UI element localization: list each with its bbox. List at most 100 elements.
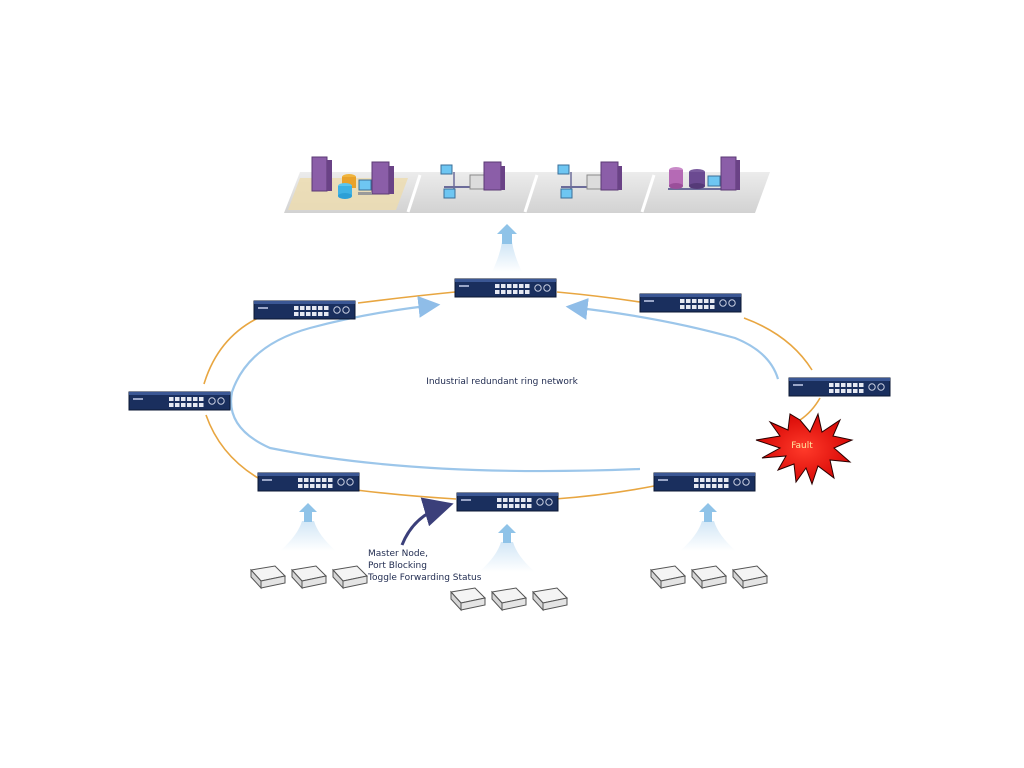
switch-port bbox=[853, 389, 858, 393]
fiber-port-icon bbox=[728, 299, 736, 307]
switch-port bbox=[847, 389, 852, 393]
device-layer bbox=[250, 565, 769, 612]
switch-port bbox=[698, 299, 703, 303]
switch-port bbox=[829, 383, 834, 387]
database-body bbox=[689, 172, 705, 186]
switch-port bbox=[507, 284, 512, 288]
server-tower-icon bbox=[311, 156, 328, 192]
switch-port bbox=[328, 484, 333, 488]
database-body bbox=[338, 186, 352, 196]
switch-port bbox=[519, 284, 524, 288]
fiber-port-icon bbox=[208, 397, 216, 405]
master-node-callout: Master Node, Port Blocking Toggle Forwar… bbox=[367, 497, 482, 583]
ring-segment bbox=[799, 397, 821, 421]
switch-port bbox=[306, 306, 311, 310]
uplink-glow bbox=[280, 521, 336, 551]
switch-port bbox=[328, 478, 333, 482]
monitor-icon bbox=[443, 188, 456, 199]
switch-port bbox=[175, 403, 180, 407]
switch-lower-right bbox=[653, 472, 756, 492]
up-arrow-icon bbox=[497, 224, 517, 244]
switch-port bbox=[718, 478, 723, 482]
switch-port bbox=[503, 504, 508, 508]
traffic-flow-left bbox=[229, 295, 641, 473]
switch-port bbox=[686, 299, 691, 303]
fault-burst: Fault bbox=[755, 412, 854, 486]
switch-port bbox=[513, 284, 518, 288]
device-group-center bbox=[450, 587, 569, 612]
switch-port bbox=[527, 498, 532, 502]
platform-divider bbox=[523, 174, 539, 213]
switch-logo bbox=[262, 479, 272, 481]
switch-logo bbox=[658, 479, 668, 481]
workstation-lan-2 bbox=[557, 161, 622, 199]
switch-port bbox=[835, 383, 840, 387]
switch-top-edge bbox=[457, 493, 558, 496]
fiber-port-icon bbox=[536, 498, 544, 506]
switch-port bbox=[324, 306, 329, 310]
access-uplink-arrow bbox=[280, 503, 336, 551]
switch-port bbox=[513, 290, 518, 294]
field-device-icon bbox=[532, 587, 569, 612]
device-group-right bbox=[650, 565, 769, 590]
master-callout-arrow bbox=[400, 497, 454, 546]
ring-segment bbox=[205, 414, 259, 479]
switch-upper-left bbox=[253, 300, 356, 320]
switch-port bbox=[853, 383, 858, 387]
up-arrow-icon bbox=[498, 524, 516, 543]
switch-port bbox=[324, 312, 329, 316]
server-tower-icon bbox=[483, 161, 502, 191]
switch-port bbox=[298, 484, 303, 488]
server-tower-side bbox=[389, 166, 394, 194]
switch-port bbox=[501, 284, 506, 288]
database-body bbox=[342, 177, 356, 188]
switch-port bbox=[704, 299, 709, 303]
field-device-icon bbox=[250, 565, 287, 590]
switch-port bbox=[519, 290, 524, 294]
switch-port bbox=[847, 383, 852, 387]
switch-port bbox=[187, 403, 192, 407]
device-front bbox=[701, 575, 727, 589]
switch-port bbox=[686, 305, 691, 309]
fiber-port-icon bbox=[742, 478, 750, 486]
up-arrow-icon bbox=[699, 503, 717, 522]
switch-port bbox=[316, 484, 321, 488]
database-bottom bbox=[689, 183, 705, 189]
field-device-icon bbox=[650, 565, 687, 590]
switch-top-edge bbox=[789, 378, 890, 381]
access-uplink-arrow bbox=[680, 503, 736, 551]
up-arrow-icon bbox=[299, 503, 317, 522]
switch-port bbox=[694, 484, 699, 488]
switch-port bbox=[300, 306, 305, 310]
switch-port bbox=[859, 389, 864, 393]
ring-network-label: Industrial redundant ring network bbox=[426, 377, 578, 387]
switch-logo bbox=[459, 285, 469, 287]
orange-ring bbox=[203, 291, 821, 500]
ring-segment bbox=[355, 489, 457, 500]
switch-port bbox=[497, 504, 502, 508]
switch-right bbox=[788, 377, 891, 397]
switch-logo bbox=[461, 499, 471, 501]
server-platform bbox=[284, 156, 770, 213]
switch-port bbox=[193, 397, 198, 401]
switch-port bbox=[318, 306, 323, 310]
switch-port bbox=[694, 478, 699, 482]
switch-port bbox=[525, 290, 530, 294]
keyboard-icon bbox=[358, 192, 372, 195]
switch-port bbox=[495, 284, 500, 288]
toggle-forwarding-line: Toggle Forwarding Status bbox=[367, 573, 482, 583]
switch-logo bbox=[133, 398, 143, 400]
server-tower-side bbox=[501, 166, 505, 190]
field-device-icon bbox=[732, 565, 769, 590]
switch-port bbox=[680, 305, 685, 309]
ring-segment bbox=[203, 317, 259, 385]
switch-port bbox=[841, 389, 846, 393]
switch-port bbox=[507, 290, 512, 294]
switch-port bbox=[169, 403, 174, 407]
switch-top-edge bbox=[654, 473, 755, 476]
switch-logo bbox=[644, 300, 654, 302]
fiber-port-icon bbox=[543, 284, 551, 292]
server-tower-icon bbox=[720, 156, 737, 191]
uplink-glow bbox=[680, 521, 736, 551]
